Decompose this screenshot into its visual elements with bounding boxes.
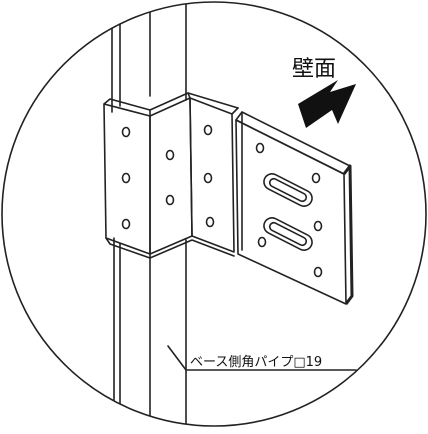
slot-holes — [263, 173, 313, 251]
arrow-up-right-icon — [298, 80, 356, 128]
bracket-holes — [121, 124, 323, 278]
square-pipe — [111, 2, 187, 426]
bracket-body — [103, 92, 354, 305]
pipe-leader-line — [167, 345, 357, 371]
detail-circle — [1, 1, 427, 427]
pipe-label: ベース側角パイプ□19 — [190, 355, 322, 370]
detail-content — [103, 2, 357, 426]
wall-label: 壁面 — [292, 57, 336, 82]
